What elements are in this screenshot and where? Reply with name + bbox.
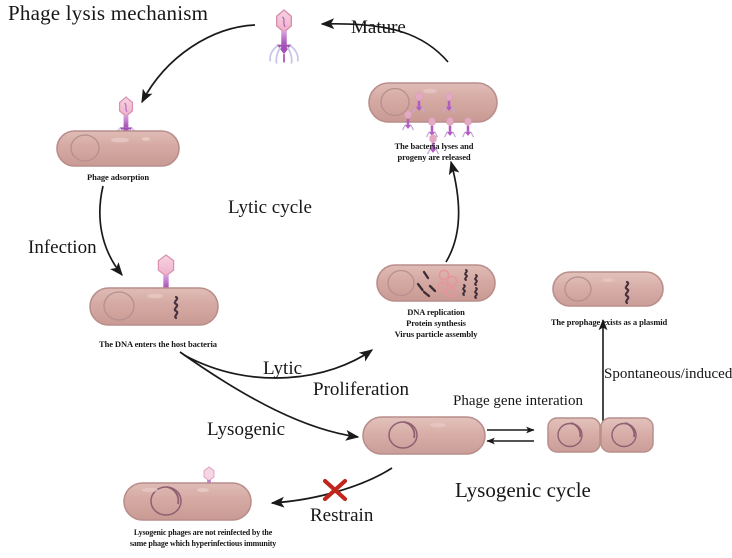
caption-dna-replication: DNA replication <box>407 307 465 317</box>
caption-protein-synthesis: Protein synthesis <box>406 318 466 328</box>
phage-adsorption-icon <box>113 96 139 143</box>
label-lytic-cycle: Lytic cycle <box>228 197 312 218</box>
caption-lysis-line2: progeny are released <box>397 152 471 162</box>
capsid-circles <box>437 269 458 298</box>
bacterium-lysogen <box>362 416 486 455</box>
label-mature: Mature <box>351 17 406 38</box>
dna-strands <box>462 269 478 299</box>
label-phage-gene-interation: Phage gene interation <box>453 393 583 409</box>
phage-mature-icon <box>269 9 299 64</box>
caption-prophage-plasmid: The prophage exists as a plasmid <box>550 317 668 327</box>
label-restrain: Restrain <box>310 505 374 526</box>
caption-dna-enters: The DNA enters the host bacteria <box>99 339 217 349</box>
arrow-infection <box>99 185 123 277</box>
bacterium-replication <box>376 264 496 302</box>
caption-virus-assembly: Virus particle assembly <box>394 329 478 339</box>
equilibrium-arrows <box>486 426 535 445</box>
arrow-assembly-to-lysis <box>445 160 460 263</box>
caption-lysis-line1: The bacteria lyses and <box>394 141 474 151</box>
bacterium-dna-entered <box>89 287 219 326</box>
protein-rods <box>416 270 437 298</box>
bacterium-adsorption <box>56 130 180 167</box>
label-infection: Infection <box>28 237 97 258</box>
arrow-restrain <box>270 467 393 508</box>
restrain-x-icon <box>322 478 348 502</box>
caption-immunity-line1: Lysogenic phages are not reinfected by t… <box>133 528 273 537</box>
label-lysogenic-cycle: Lysogenic cycle <box>455 478 591 502</box>
phage-injecting-icon <box>151 254 181 304</box>
label-lytic: Lytic <box>263 358 303 379</box>
label-lysogenic: Lysogenic <box>207 419 286 440</box>
bacterium-immune-lysogen <box>123 482 252 521</box>
bacterium-prophage-plasmid <box>552 271 664 307</box>
page-title: Phage lysis mechanism <box>8 1 209 25</box>
label-proliferation: Proliferation <box>313 379 410 400</box>
caption-phage-adsorption: Phage adsorption <box>87 172 149 182</box>
caption-immunity-line2: same phage which hyperinfectious immunit… <box>129 539 277 548</box>
phage-blocked-icon <box>198 466 220 500</box>
bacteria-dividing-lysogens <box>547 417 654 453</box>
arrow-adsorption <box>141 24 256 104</box>
label-spontaneous-induced: Spontaneous/induced <box>604 366 732 382</box>
bacterium-lysing <box>368 82 498 123</box>
